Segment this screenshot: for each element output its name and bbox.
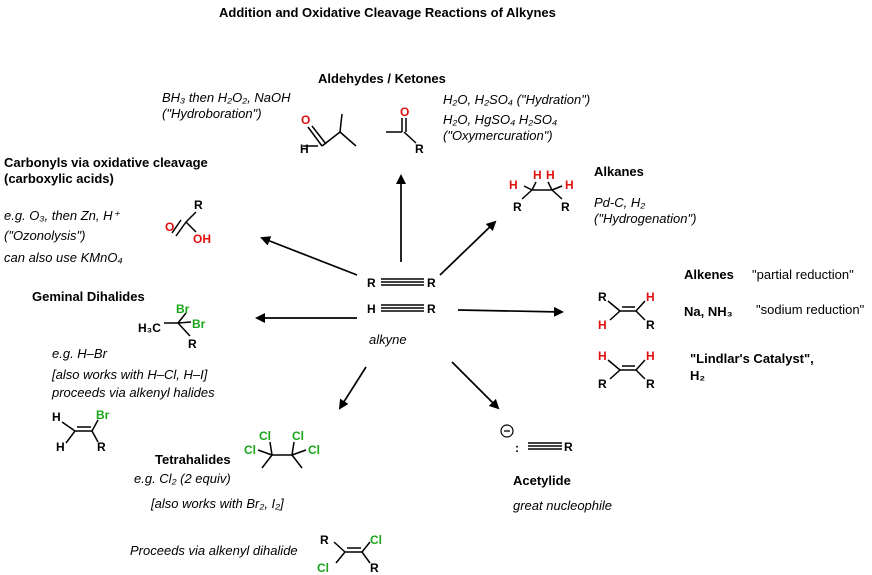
dihalide-cl-1: Cl <box>370 533 382 547</box>
acid-structure <box>171 211 197 237</box>
ozonolysis-name: ("Ozonolysis") <box>4 228 86 243</box>
trans-r-2: R <box>646 318 655 332</box>
sodium-reduction-label: "sodium reduction" <box>756 302 865 317</box>
alkyne-caption: alkyne <box>369 332 407 347</box>
aldehyde-h: H <box>300 142 309 156</box>
tetra-cl-1: Cl <box>259 429 271 443</box>
gem-r: R <box>188 337 197 351</box>
page-title: Addition and Oxidative Cleavage Reaction… <box>219 5 556 20</box>
ketone-structure <box>386 118 417 144</box>
carbonyls-heading-2: (carboxylic acids) <box>4 171 114 186</box>
alkane-h-2: H <box>533 168 542 182</box>
alkenyl-dihalide-note: Proceeds via alkenyl dihalide <box>130 543 298 558</box>
arrow-lower-right <box>451 361 500 410</box>
alkenes-heading: Alkenes <box>684 267 734 282</box>
arrow-lower-left <box>338 366 367 410</box>
alkane-h-3: H <box>546 168 555 182</box>
tetra-cl-2: Cl <box>244 443 256 457</box>
gem-ch3: H₃C <box>138 321 161 335</box>
aldehydes-heading: Aldehydes / Ketones <box>318 71 446 86</box>
center-r-left: R <box>367 276 376 290</box>
hydration-conditions: H₂O, H₂SO₄ ("Hydration") <box>443 92 591 107</box>
alkane-r-2: R <box>561 200 570 214</box>
vinyl-br: Br <box>96 408 110 422</box>
cis-h-2: H <box>646 349 655 363</box>
sodium-reagent: Na, NH₃ <box>684 304 733 319</box>
alkanes-heading: Alkanes <box>594 164 644 179</box>
hydroboration-name: ("Hydroboration") <box>162 106 262 121</box>
acetylide-colon: : <box>515 441 519 455</box>
tetra-cl-3: Cl <box>292 429 304 443</box>
alkane-r-1: R <box>513 200 522 214</box>
trans-alkene-structure <box>607 300 646 321</box>
alkenyl-dihalide-structure <box>333 541 371 564</box>
gem-dihalide-structure <box>164 312 192 337</box>
cis-alkene-structure <box>607 359 646 380</box>
dihalide-r-2: R <box>370 561 379 575</box>
dihalide-r-1: R <box>320 533 329 547</box>
center-h-right: R <box>427 302 436 316</box>
cis-h-1: H <box>598 349 607 363</box>
kmno4-note: can also use KMnO₄ <box>4 250 123 265</box>
aldehyde-o: O <box>301 113 310 127</box>
vinyl-h-1: H <box>52 410 61 424</box>
gem-br-1: Br <box>176 302 190 316</box>
tetra-cl-4: Cl <box>308 443 320 457</box>
trans-h-1: H <box>646 290 655 304</box>
ketone-r: R <box>415 142 424 156</box>
dihalide-cl-2: Cl <box>317 561 329 575</box>
ozonolysis-conditions: e.g. O₃, then Zn, H⁺ <box>4 208 120 223</box>
center-alkynes <box>381 278 424 312</box>
acid-oh: OH <box>193 232 211 246</box>
lindlar-catalyst: "Lindlar's Catalyst", <box>690 351 814 366</box>
aldehyde-structure <box>303 113 357 147</box>
center-r-right: R <box>427 276 436 290</box>
negative-charge-icon <box>500 424 514 438</box>
alkane-structure <box>521 181 563 200</box>
tetrahalide-structure <box>257 441 307 469</box>
acetylide-r: R <box>564 440 573 454</box>
geminal-note-1: [also works with H–Cl, H–I] <box>52 367 208 382</box>
tetrahalides-reagent: e.g. Cl₂ (2 equiv) <box>134 471 231 486</box>
tetrahalides-heading: Tetrahalides <box>155 452 231 467</box>
carbonyls-heading-1: Carbonyls via oxidative cleavage <box>4 155 208 170</box>
arrow-upper-right <box>439 220 497 276</box>
alkane-h-1: H <box>509 178 518 192</box>
vinyl-r: R <box>97 440 106 454</box>
center-h-left: H <box>367 302 376 316</box>
arrow-right <box>457 306 564 317</box>
arrow-upper-left <box>260 236 358 276</box>
acid-o: O <box>165 220 174 234</box>
gem-br-2: Br <box>192 317 206 331</box>
trans-r-1: R <box>598 290 607 304</box>
tetrahalides-note: [also works with Br₂, I₂] <box>151 496 284 511</box>
geminal-heading: Geminal Dihalides <box>32 289 145 304</box>
geminal-note-2: proceeds via alkenyl halides <box>52 385 215 400</box>
alkane-h-4: H <box>565 178 574 192</box>
vinyl-h-2: H <box>56 440 65 454</box>
acid-r: R <box>194 198 203 212</box>
lindlar-h2: H₂ <box>690 368 706 383</box>
cis-r-1: R <box>598 377 607 391</box>
trans-h-2: H <box>598 318 607 332</box>
hydrogenation-name: ("Hydrogenation") <box>594 211 697 226</box>
acetylide-note: great nucleophile <box>513 498 613 513</box>
partial-reduction-label: "partial reduction" <box>752 267 854 282</box>
oxymercuration-name: ("Oxymercuration") <box>443 128 553 143</box>
vinyl-bromide-structure <box>61 419 99 444</box>
cis-r-2: R <box>646 377 655 391</box>
acetylide-heading: Acetylide <box>513 473 571 488</box>
oxymercuration-conditions: H₂O, HgSO₄ H₂SO₄ <box>443 112 558 127</box>
geminal-reagent: e.g. H–Br <box>52 346 107 361</box>
acetylide-structure <box>528 442 562 450</box>
ketone-o: O <box>400 105 409 119</box>
hydroboration-conditions: BH₃ then H₂O₂, NaOH <box>162 90 291 105</box>
hydrogenation-conditions: Pd-C, H₂ <box>594 195 646 210</box>
